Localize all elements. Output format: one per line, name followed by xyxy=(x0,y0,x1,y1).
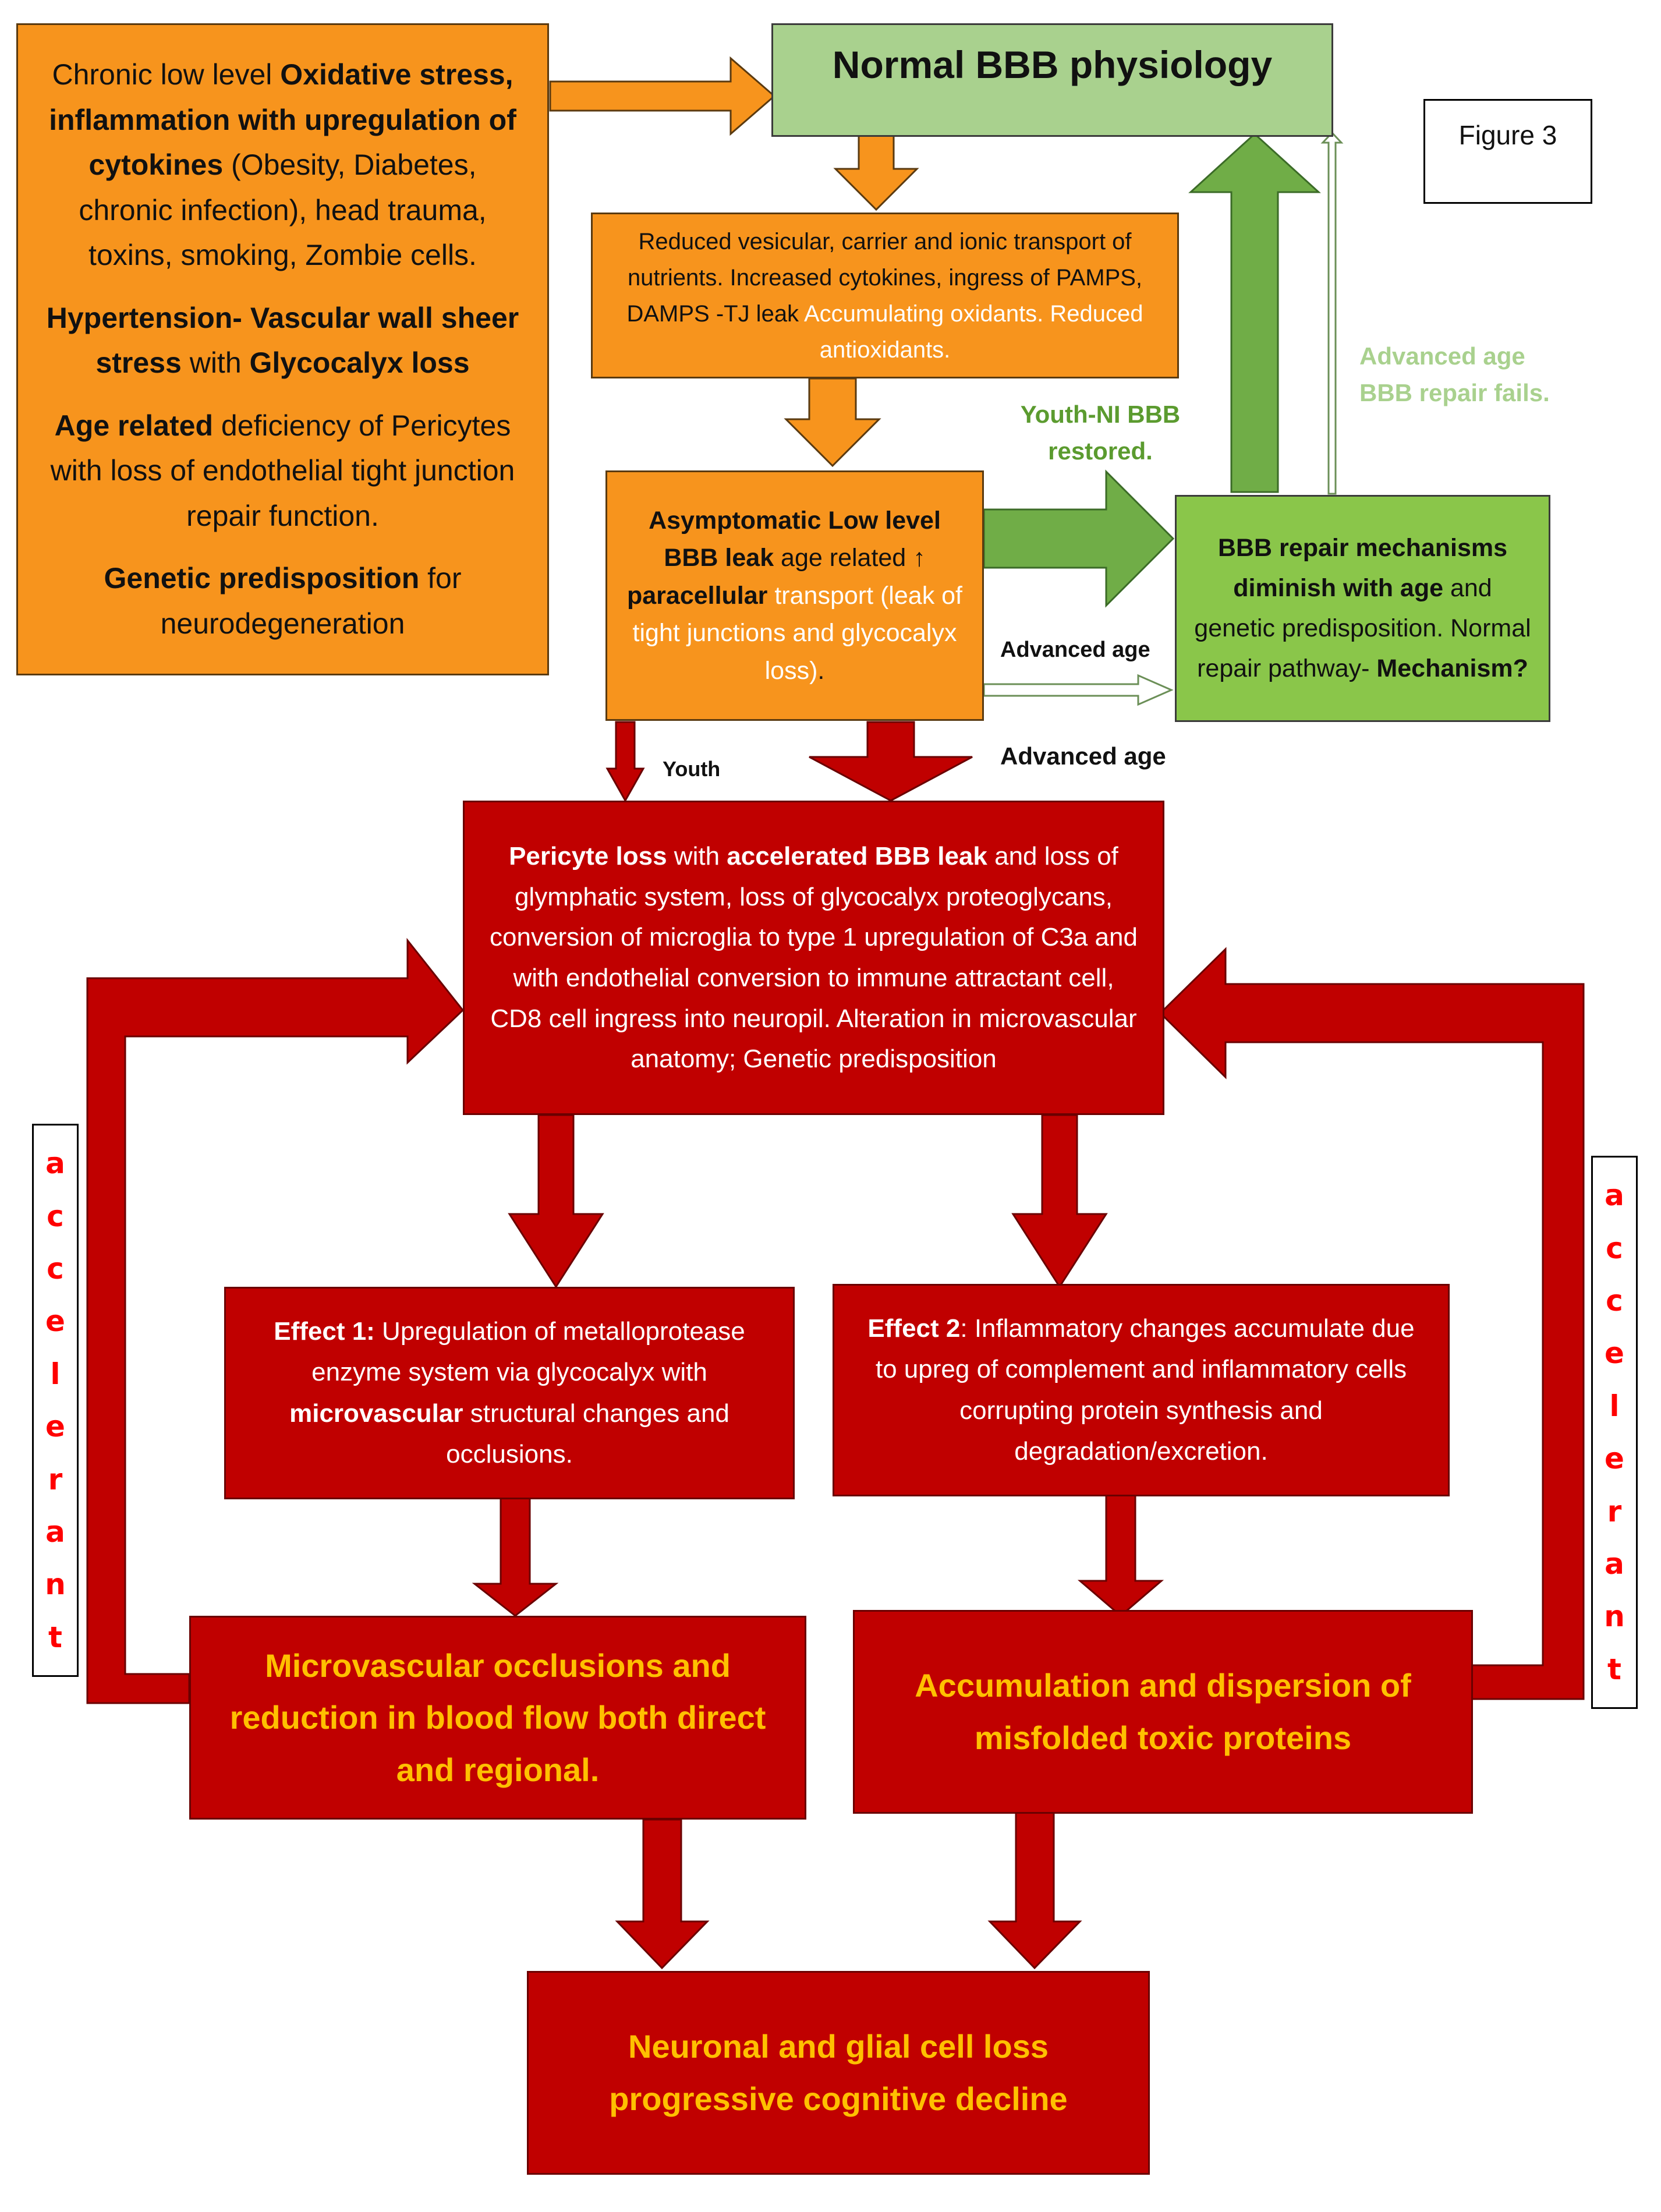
accelerant-letter: a xyxy=(1605,1546,1624,1581)
accelerant-letter: l xyxy=(50,1357,61,1391)
arrow-youth-restore xyxy=(983,469,1175,608)
accelerant-letter: c xyxy=(1606,1284,1623,1318)
causes-paragraph-4: Genetic predisposition for neurodegenera… xyxy=(104,562,462,640)
arrow-advanced-to-pericyte xyxy=(809,721,973,802)
arrow-effect2-to-misfold xyxy=(1077,1492,1164,1617)
accelerant-right: a c c e l e r a n t xyxy=(1591,1156,1638,1709)
causes-paragraph-1: Chronic low level Oxidative stress, infl… xyxy=(49,58,516,271)
arrow-repair-to-normal xyxy=(1188,132,1321,493)
figure-label: Figure 3 xyxy=(1458,120,1557,150)
accelerant-letter: e xyxy=(1605,1442,1624,1476)
effect2-text: Effect 2: Inflammatory changes accumulat… xyxy=(867,1314,1415,1466)
accelerant-letter: l xyxy=(1609,1389,1620,1423)
repair-mechanisms-box: BBB repair mechanisms diminish with age … xyxy=(1175,495,1550,722)
accelerant-letter: a xyxy=(45,1514,65,1549)
accelerant-letter: c xyxy=(47,1199,64,1233)
arrow-causes-to-normal xyxy=(549,56,776,136)
normal-bbb-title: Normal BBB physiology xyxy=(832,43,1273,86)
label-youth-restored: Youth-NI BBB restored. xyxy=(1020,401,1181,465)
label-advanced-fails: Advanced age BBB repair fails. xyxy=(1359,342,1550,406)
causes-paragraph-2: Hypertension- Vascular wall sheer stress… xyxy=(46,301,519,380)
accelerant-letter: e xyxy=(45,1410,65,1444)
reduced-transport-box: Reduced vesicular, carrier and ionic tra… xyxy=(591,213,1179,378)
neuronal-loss-text: Neuronal and glial cell loss progressive… xyxy=(609,2028,1068,2117)
arrow-youth-to-pericyte xyxy=(605,721,645,803)
label-youth: Youth xyxy=(663,757,721,781)
arrow-effect1-to-micro xyxy=(472,1497,559,1617)
misfolded-proteins-box: Accumulation and dispersion of misfolded… xyxy=(853,1610,1473,1814)
repair-mechanisms-text: BBB repair mechanisms diminish with age … xyxy=(1194,534,1531,682)
accelerant-letter: c xyxy=(1606,1231,1623,1265)
arrow-advanced-fails xyxy=(1320,131,1344,495)
accelerant-letter: e xyxy=(45,1304,65,1339)
causes-paragraph-3: Age related deficiency of Pericytes with… xyxy=(50,409,515,532)
accelerant-letter: n xyxy=(1604,1599,1625,1634)
microvascular-occlusions-text: Microvascular occlusions and reduction i… xyxy=(229,1647,766,1788)
accelerant-letter: e xyxy=(1605,1336,1624,1371)
accelerant-letter: a xyxy=(1605,1178,1624,1213)
neuronal-loss-box: Neuronal and glial cell loss progressive… xyxy=(527,1971,1150,2175)
effect1-text: Effect 1: Upregulation of metalloproteas… xyxy=(274,1316,745,1468)
accelerant-left: a c c e l e r a n t xyxy=(32,1124,79,1677)
accelerant-letter: n xyxy=(45,1567,66,1602)
arrow-pericyte-to-effect2 xyxy=(1011,1114,1108,1289)
pericyte-loss-text: Pericyte loss with accelerated BBB leak … xyxy=(490,842,1138,1074)
accelerant-letter: c xyxy=(47,1252,64,1286)
accelerant-letter: a xyxy=(45,1146,65,1181)
misfolded-proteins-text: Accumulation and dispersion of misfolded… xyxy=(915,1667,1411,1756)
asymptomatic-leak-box: Asymptomatic Low level BBB leak age rela… xyxy=(605,470,984,721)
accelerant-letter: t xyxy=(1607,1652,1621,1686)
arrow-micro-to-neuron xyxy=(615,1818,710,1970)
arrow-advanced-to-repair xyxy=(983,674,1174,706)
reduced-transport-text: Reduced vesicular, carrier and ionic tra… xyxy=(626,228,1143,363)
arrow-reduced-to-asym xyxy=(784,377,881,468)
effect2-box: Effect 2: Inflammatory changes accumulat… xyxy=(833,1284,1450,1496)
arrow-right-feedback-loop xyxy=(1159,947,1585,1700)
asymptomatic-leak-text: Asymptomatic Low level BBB leak age rela… xyxy=(626,506,962,685)
label-advanced-age-2: Advanced age xyxy=(1000,742,1166,770)
accelerant-letter: r xyxy=(1607,1494,1622,1528)
microvascular-occlusions-box: Microvascular occlusions and reduction i… xyxy=(189,1616,806,1820)
arrow-normal-to-reduced xyxy=(833,133,919,211)
accelerant-letter: r xyxy=(48,1462,63,1496)
arrow-misfold-to-neuron xyxy=(987,1810,1082,1970)
normal-bbb-box: Normal BBB physiology xyxy=(771,23,1333,137)
label-advanced-age-1: Advanced age xyxy=(1000,638,1150,662)
effect1-box: Effect 1: Upregulation of metalloproteas… xyxy=(224,1287,795,1499)
arrow-pericyte-to-effect1 xyxy=(508,1114,604,1289)
accelerant-letter: t xyxy=(48,1620,62,1654)
arrow-left-feedback-loop xyxy=(86,937,465,1704)
pericyte-loss-box: Pericyte loss with accelerated BBB leak … xyxy=(463,801,1164,1115)
figure-label-box: Figure 3 xyxy=(1423,99,1592,204)
causes-box: Chronic low level Oxidative stress, infl… xyxy=(16,23,549,675)
